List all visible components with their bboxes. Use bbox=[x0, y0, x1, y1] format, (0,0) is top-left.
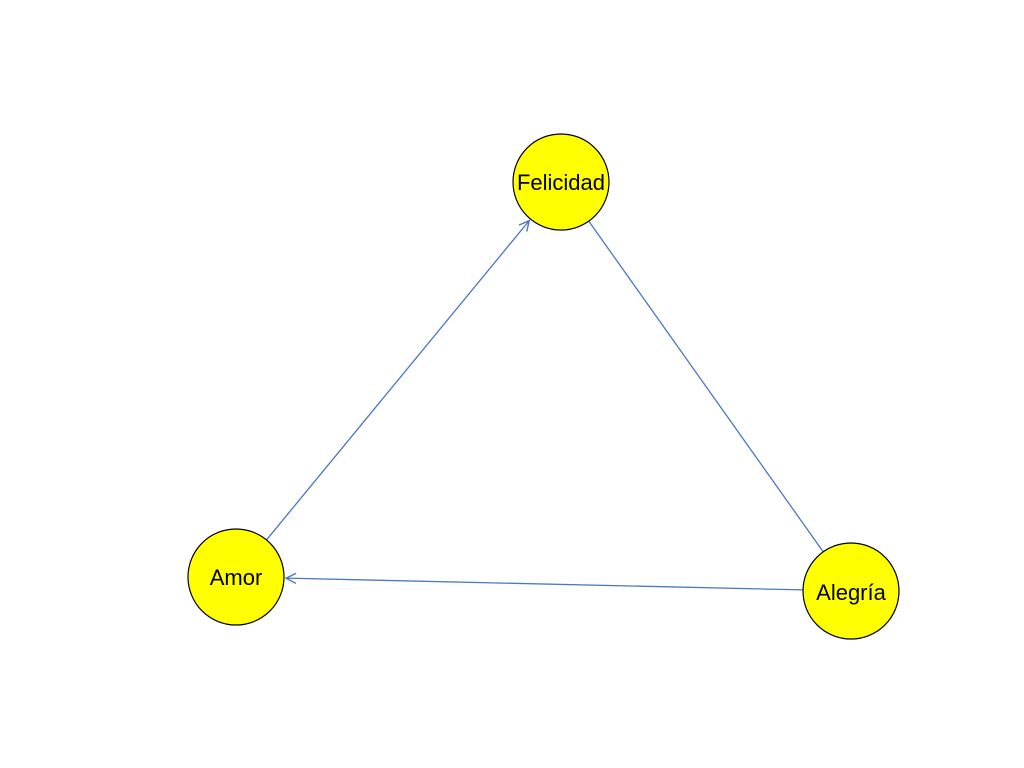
edge-alegria-felicidad bbox=[588, 220, 824, 553]
node-alegria: Alegría bbox=[802, 542, 900, 640]
edge-amor-to-felicidad bbox=[265, 221, 529, 541]
edge-alegria-to-amor bbox=[286, 578, 804, 591]
node-amor-label: Amor bbox=[210, 565, 263, 590]
node-felicidad-label: Felicidad bbox=[517, 170, 605, 195]
node-felicidad: Felicidad bbox=[512, 133, 610, 231]
node-alegria-circle bbox=[802, 542, 900, 640]
node-amor: Amor bbox=[187, 528, 285, 626]
node-amor-circle bbox=[187, 528, 285, 626]
node-alegria-label: Alegría bbox=[816, 580, 886, 605]
node-felicidad-circle bbox=[512, 133, 610, 231]
